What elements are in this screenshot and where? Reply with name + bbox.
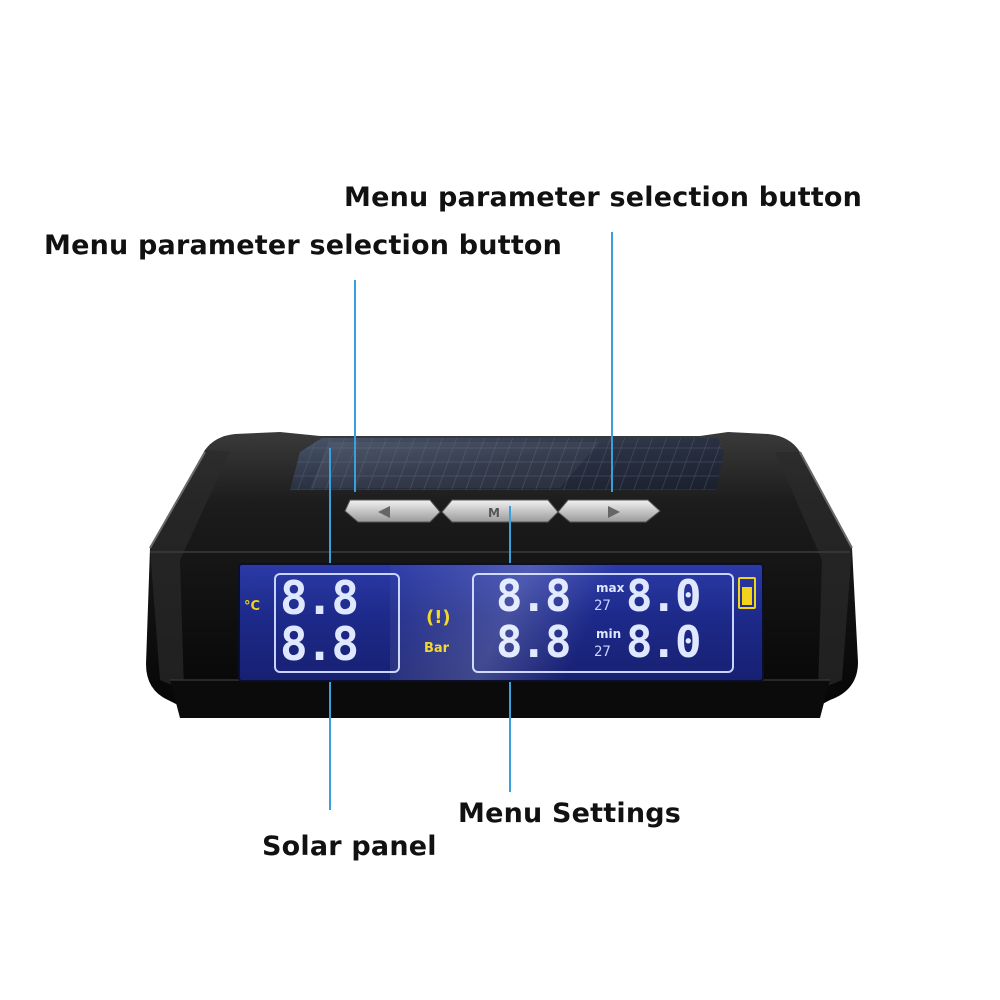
lcd-display: 8.8 8.8 °C (!) Bar 8.8 8.8 max min 27 27…: [238, 563, 764, 682]
right-top-left-reading: 8.8: [496, 571, 571, 622]
label-left-selection-button: Menu parameter selection button: [44, 230, 563, 261]
max-label: max: [596, 581, 625, 595]
tire-warning-icon: (!): [426, 607, 451, 628]
label-right-selection-button: Menu parameter selection button: [344, 182, 863, 213]
label-solar-panel: Solar panel: [262, 831, 437, 862]
right-top-right-reading: 8.0: [626, 571, 701, 622]
left-top-reading: 8.8: [280, 571, 359, 625]
max-small-reading: 27: [594, 598, 611, 614]
right-bottom-left-reading: 8.8: [496, 617, 571, 668]
min-label: min: [596, 627, 622, 641]
menu-settings-button: [441, 499, 559, 523]
left-bottom-reading: 8.8: [280, 617, 359, 671]
celsius-unit: °C: [244, 599, 261, 614]
right-bottom-right-reading: 8.0: [626, 617, 701, 668]
battery-icon: [738, 577, 756, 609]
svg-text:M: M: [488, 506, 500, 520]
min-small-reading: 27: [594, 644, 611, 660]
bar-unit: Bar: [424, 641, 450, 656]
label-menu-settings: Menu Settings: [458, 798, 682, 829]
left-selection-button: [344, 499, 441, 523]
